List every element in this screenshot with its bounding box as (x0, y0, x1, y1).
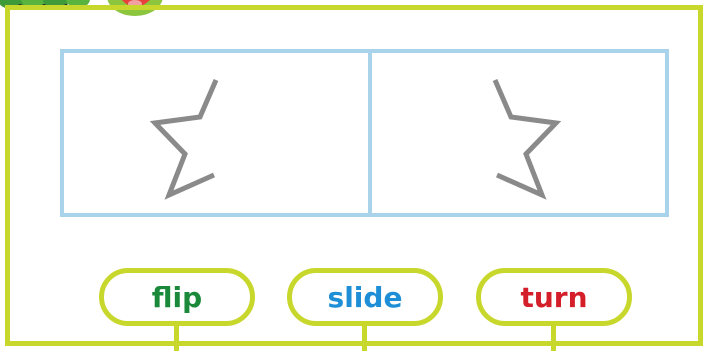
pill-stem-slide (362, 324, 367, 351)
outer-frame (5, 5, 703, 346)
star-outline-icon-left (149, 79, 219, 200)
panel-divider (368, 53, 372, 213)
pill-stem-flip (174, 324, 179, 351)
star-outline-icon-right (492, 79, 562, 200)
answer-button-flip[interactable]: flip (99, 268, 255, 326)
answer-label-turn: turn (520, 280, 588, 314)
answer-label-flip: flip (151, 280, 203, 314)
pill-stem-turn (551, 324, 556, 351)
answer-button-turn[interactable]: turn (476, 268, 632, 326)
answer-label-slide: slide (327, 280, 403, 314)
answer-button-slide[interactable]: slide (287, 268, 443, 326)
picture-panel (60, 49, 669, 217)
